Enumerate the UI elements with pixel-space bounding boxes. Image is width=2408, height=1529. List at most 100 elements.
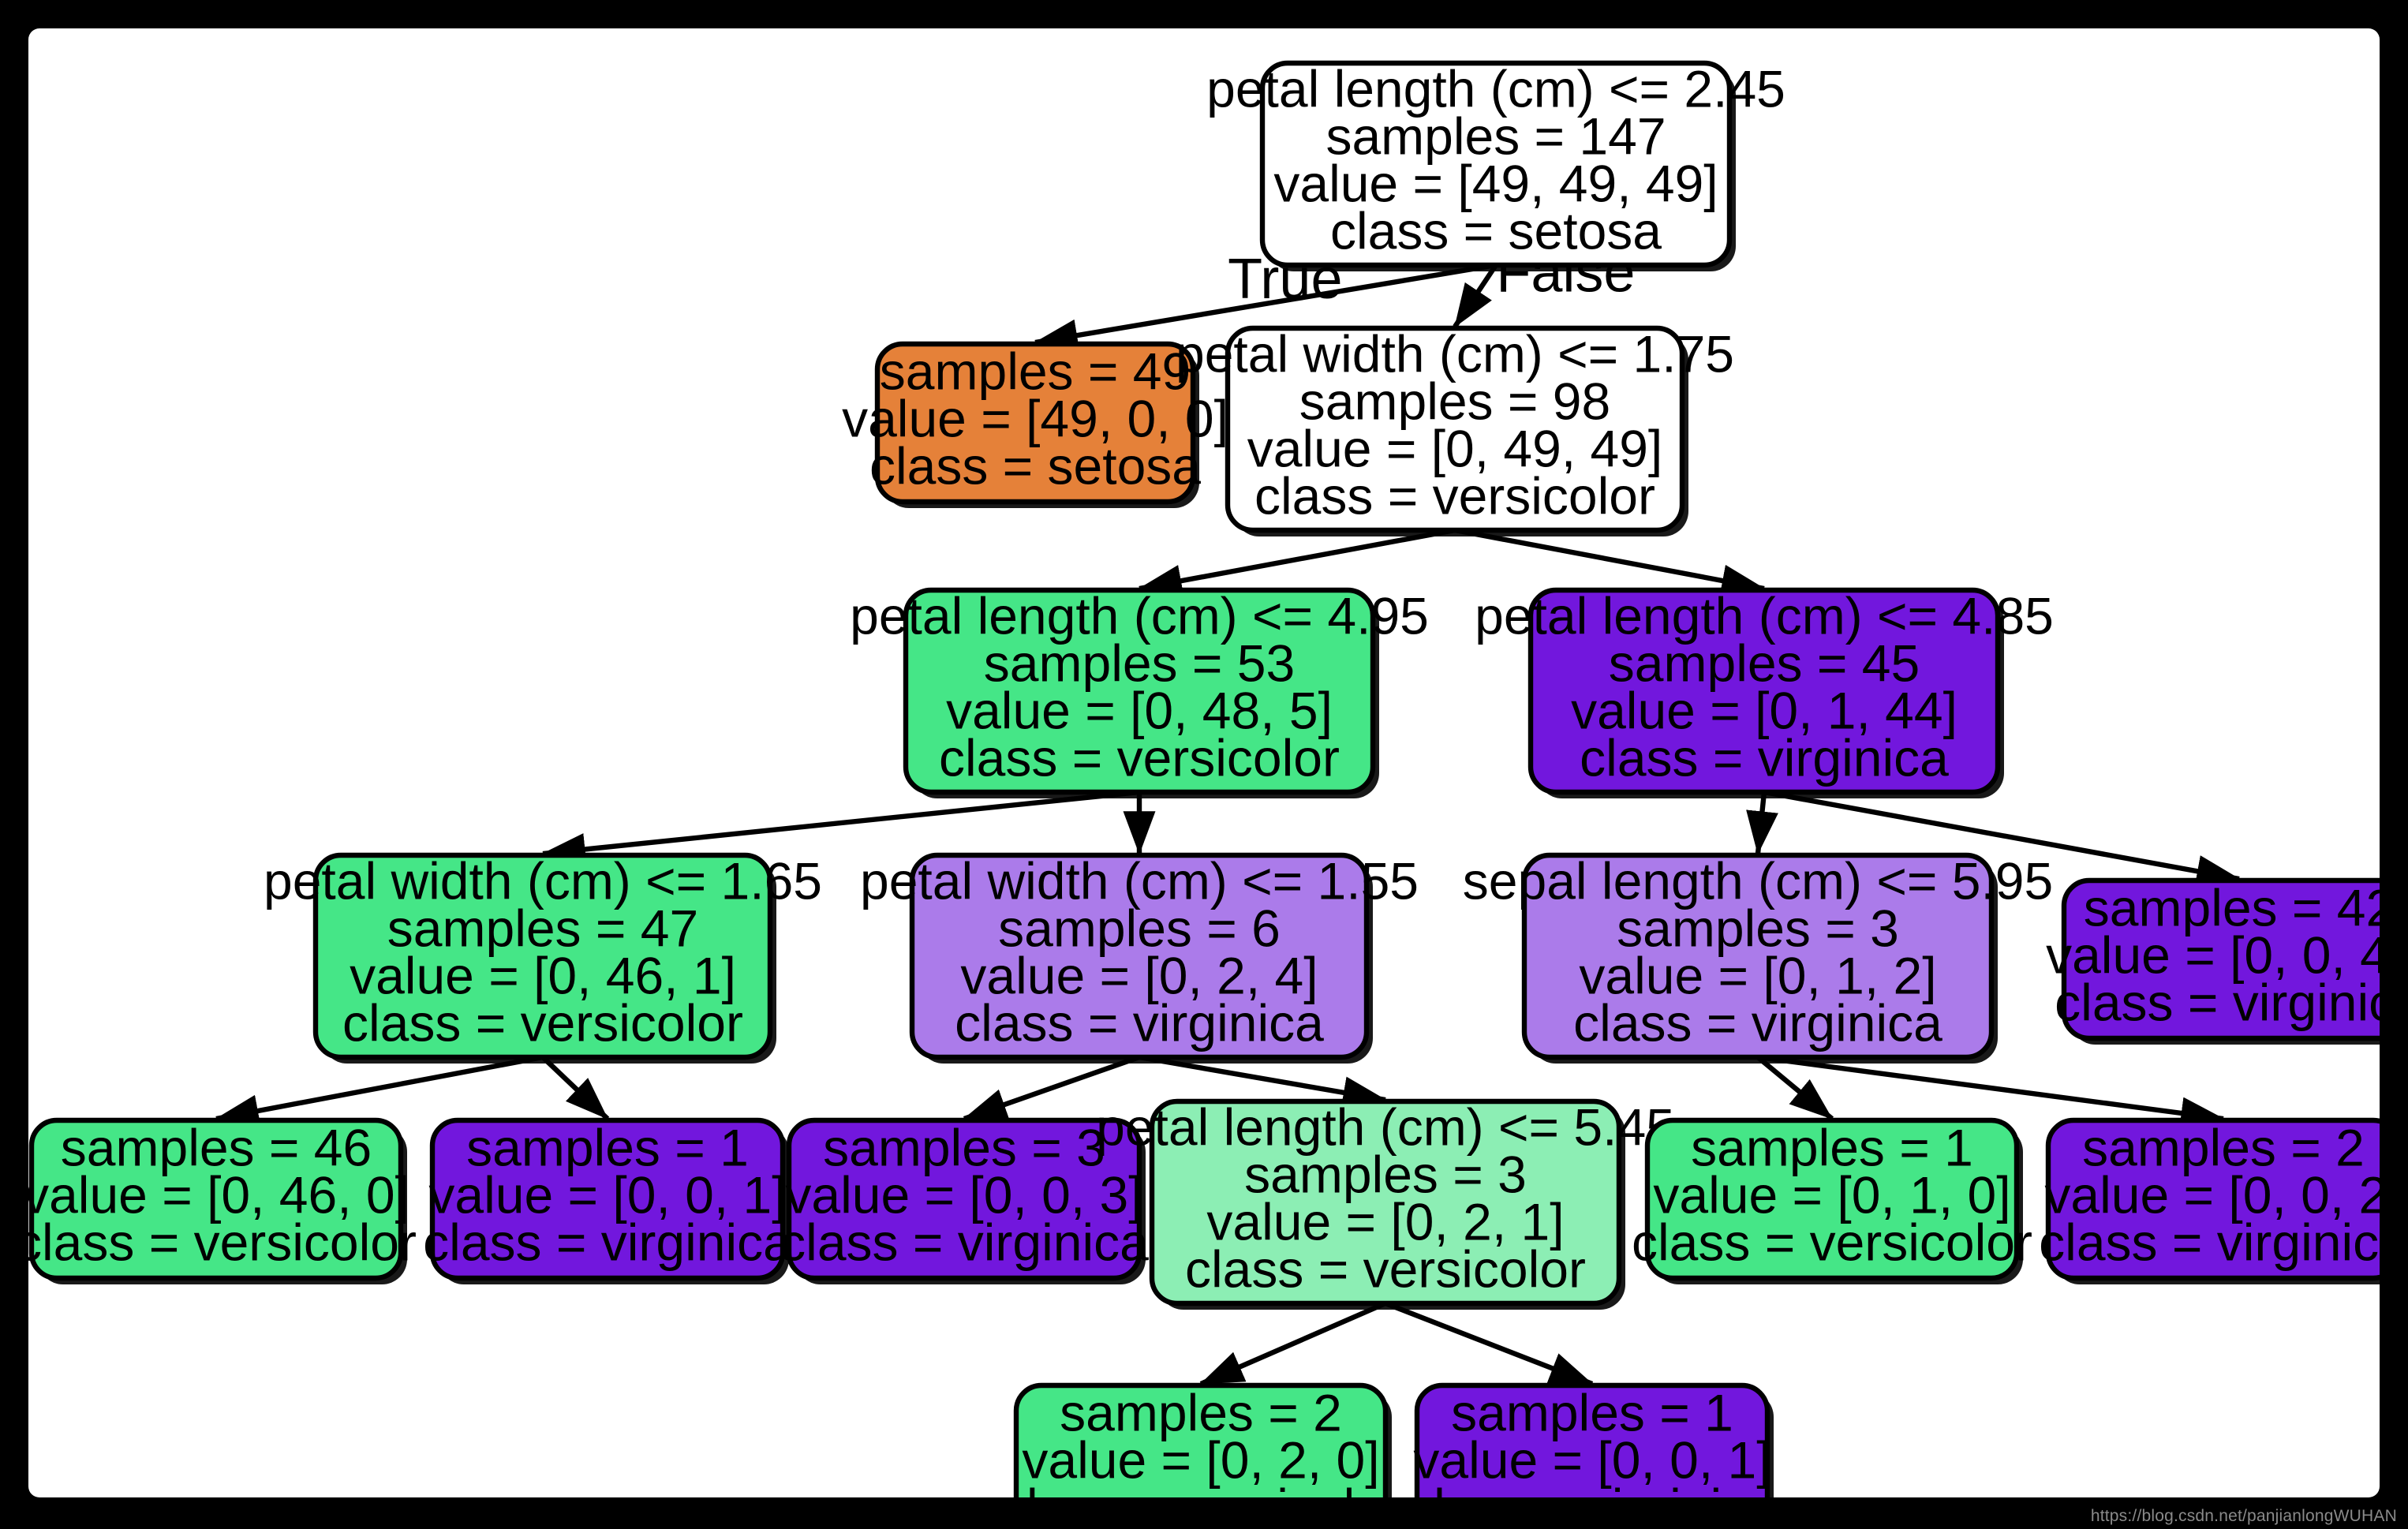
- node-text-line: class = virginica: [423, 1213, 792, 1271]
- node-text-line: class = virginica: [2039, 1213, 2380, 1271]
- tree-edge: [1138, 527, 1456, 597]
- node-box[interactable]: [903, 587, 1376, 795]
- node-box[interactable]: [2045, 1117, 2380, 1281]
- tree-edge: [963, 1054, 1141, 1122]
- tree-edge: [1757, 1054, 2225, 1130]
- tree-edge: [1453, 264, 1498, 328]
- tree-edge: [1384, 1301, 1594, 1386]
- node-text-line: samples = 3: [1617, 899, 1899, 957]
- node-text-line: class = virginica: [780, 1213, 1149, 1271]
- node-text-line: class = virginica: [1580, 728, 1949, 787]
- node-text-line: samples = 47: [387, 899, 698, 957]
- node-text-line: value = [0, 0, 1]: [1413, 1430, 1770, 1489]
- node-text-line: value = [0, 1, 44]: [1571, 681, 1957, 739]
- node-text-line: value = [0, 1, 0]: [1653, 1165, 2010, 1224]
- node-text-line: samples = 42: [2084, 878, 2380, 936]
- node-text-line: samples = 1: [1451, 1383, 1733, 1441]
- node-box[interactable]: [1521, 852, 1995, 1060]
- node-box[interactable]: [1644, 1117, 2020, 1281]
- tree-edge: [1746, 791, 1778, 855]
- tree-edge: [1454, 527, 1766, 597]
- node-text-line: petal length (cm) <= 4.85: [1475, 586, 2054, 645]
- tree-edge: [1756, 1055, 1834, 1121]
- tree-edge: [215, 1054, 544, 1127]
- node-text-line: class = versicolor: [939, 728, 1340, 787]
- node-text-line: class = versicolor: [342, 993, 743, 1052]
- tree-edge: [541, 789, 1140, 865]
- node-text-line: samples = 98: [1299, 372, 1610, 430]
- node-box[interactable]: [1259, 60, 1733, 268]
- node-text-line: samples = 2: [1060, 1383, 1342, 1441]
- node-box[interactable]: [1527, 587, 2001, 795]
- node-text-line: samples = 3: [823, 1118, 1105, 1176]
- node-text-line: petal length (cm) <= 5.45: [1096, 1097, 1675, 1156]
- node-text-line: samples = 2: [2082, 1118, 2365, 1176]
- node-text-line: value = [0, 49, 49]: [1247, 419, 1663, 477]
- tree-edge: [1139, 1054, 1387, 1109]
- node-text-line: samples = 1: [1691, 1118, 1973, 1176]
- node-box[interactable]: [1149, 1098, 1622, 1307]
- node-text-line: class = virginica: [2055, 973, 2380, 1031]
- node-box[interactable]: [874, 341, 1196, 505]
- node-text-line: petal length (cm) <= 2.45: [1206, 59, 1785, 118]
- node-box[interactable]: [1414, 1382, 1770, 1497]
- node-text-line: samples = 46: [61, 1118, 372, 1176]
- tree-edges: [215, 262, 2241, 1386]
- node-text-line: class = versicolor: [1632, 1213, 2032, 1271]
- node-text-line: value = [0, 46, 1]: [350, 946, 736, 1004]
- node-text-line: petal width (cm) <= 1.55: [860, 851, 1419, 910]
- node-text-line: value = [0, 0, 1]: [428, 1165, 786, 1224]
- node-text-line: class = versicolor: [1000, 1478, 1401, 1497]
- node-text-line: sepal length (cm) <= 5.95: [1463, 851, 2053, 910]
- node-text-line: samples = 53: [984, 634, 1295, 692]
- tree-edge: [1034, 262, 1497, 352]
- node-text-line: value = [0, 2, 1]: [1206, 1192, 1564, 1250]
- node-box[interactable]: [312, 852, 773, 1060]
- node-box[interactable]: [909, 852, 1370, 1060]
- tree-edge: [540, 1055, 610, 1121]
- node-box[interactable]: [2061, 877, 2380, 1041]
- node-text-line: petal width (cm) <= 1.65: [264, 851, 822, 910]
- node-text-line: samples = 49: [880, 342, 1191, 400]
- node-text-line: value = [0, 2, 0]: [1022, 1430, 1379, 1489]
- node-text-line: value = [0, 48, 5]: [946, 681, 1333, 739]
- node-text-line: petal length (cm) <= 4.95: [850, 586, 1429, 645]
- tree-edge: [1199, 1301, 1387, 1386]
- node-text-line: samples = 45: [1609, 634, 1920, 692]
- node-box[interactable]: [28, 1117, 404, 1281]
- node-text-line: samples = 3: [1244, 1145, 1527, 1203]
- node-box[interactable]: [1013, 1382, 1389, 1497]
- node-box[interactable]: [786, 1117, 1142, 1281]
- node-text-line: value = [49, 0, 0]: [842, 389, 1228, 447]
- node-text-line: class = versicolor: [1254, 466, 1655, 525]
- node-text-line: samples = 1: [466, 1118, 749, 1176]
- node-box[interactable]: [1225, 325, 1685, 533]
- node-text-line: petal width (cm) <= 1.75: [1176, 324, 1734, 383]
- node-box[interactable]: [429, 1117, 786, 1281]
- node-text-line: value = [0, 0, 3]: [785, 1165, 1142, 1224]
- node-text-line: value = [0, 0, 2]: [2044, 1165, 2380, 1224]
- node-text-line: class = virginica: [1408, 1478, 1777, 1497]
- node-text-line: class = virginica: [1573, 993, 1942, 1052]
